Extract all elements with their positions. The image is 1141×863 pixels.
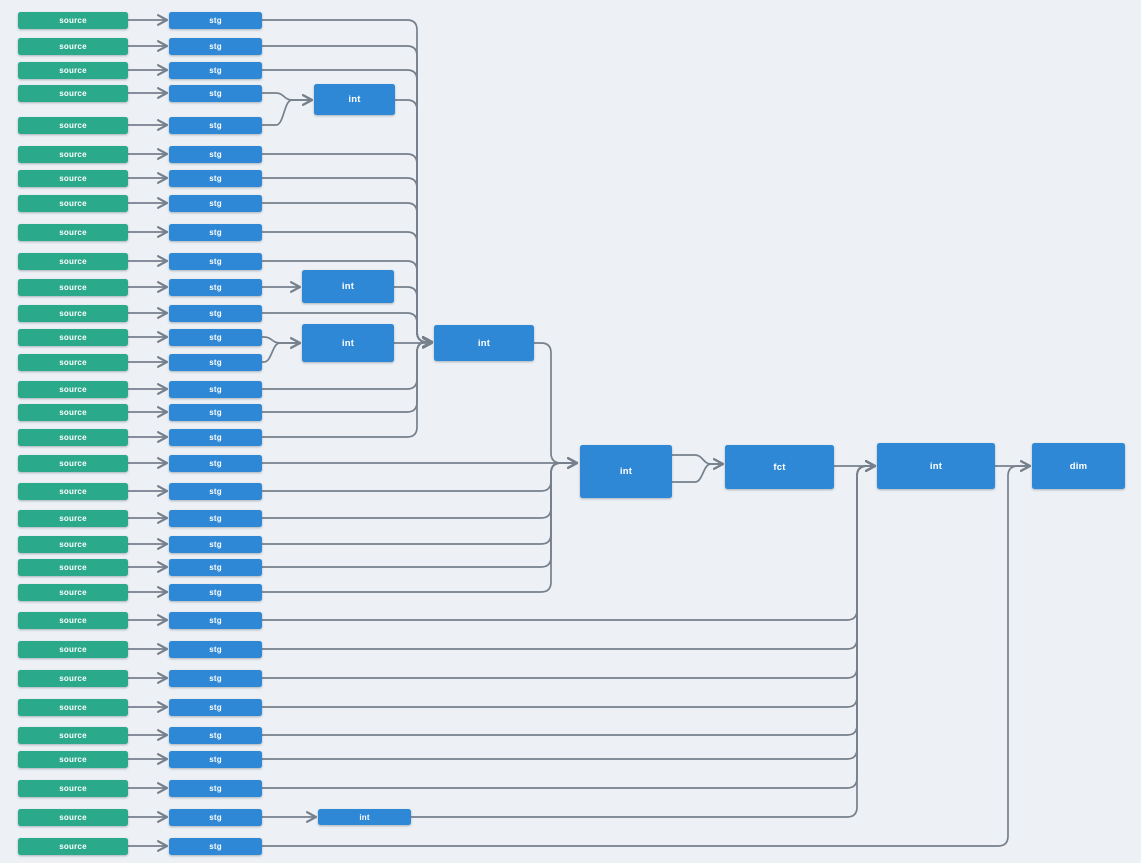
node-stg[interactable]: stg [169, 611, 262, 629]
node-source[interactable]: source [18, 252, 128, 270]
node-stg[interactable]: stg [169, 535, 262, 553]
node-stg[interactable]: stg [169, 37, 262, 55]
node-source[interactable]: source [18, 353, 128, 371]
node-source[interactable]: source [18, 454, 128, 472]
edge-path [411, 460, 877, 818]
node-int[interactable]: int [318, 809, 411, 825]
node-source[interactable]: source [18, 698, 128, 716]
node-stg[interactable]: stg [169, 223, 262, 241]
node-source[interactable]: source [18, 640, 128, 658]
edge-path [262, 94, 314, 126]
node-source[interactable]: source [18, 558, 128, 576]
node-source[interactable]: source [18, 169, 128, 187]
node-source[interactable]: source [18, 837, 128, 855]
node-int[interactable]: int [877, 443, 995, 489]
node-stg[interactable]: stg [169, 169, 262, 187]
node-stg[interactable]: stg [169, 380, 262, 398]
node-int[interactable]: int [302, 270, 394, 303]
node-stg[interactable]: stg [169, 779, 262, 797]
edge-path [672, 458, 725, 483]
node-fct[interactable]: fct [725, 445, 834, 489]
node-source[interactable]: source [18, 482, 128, 500]
node-source[interactable]: source [18, 116, 128, 134]
node-stg[interactable]: stg [169, 509, 262, 527]
node-stg[interactable]: stg [169, 583, 262, 601]
node-stg[interactable]: stg [169, 558, 262, 576]
node-source[interactable]: source [18, 669, 128, 687]
node-source[interactable]: source [18, 428, 128, 446]
node-stg[interactable]: stg [169, 837, 262, 855]
edge-path [262, 457, 579, 593]
node-stg[interactable]: stg [169, 304, 262, 322]
edge-path [262, 337, 302, 363]
node-stg[interactable]: stg [169, 116, 262, 134]
node-stg[interactable]: stg [169, 726, 262, 744]
node-stg[interactable]: stg [169, 353, 262, 371]
node-source[interactable]: source [18, 328, 128, 346]
node-source[interactable]: source [18, 726, 128, 744]
node-source[interactable]: source [18, 403, 128, 421]
node-source[interactable]: source [18, 779, 128, 797]
node-source[interactable]: source [18, 37, 128, 55]
node-source[interactable]: source [18, 611, 128, 629]
node-stg[interactable]: stg [169, 640, 262, 658]
node-source[interactable]: source [18, 808, 128, 826]
node-source[interactable]: source [18, 509, 128, 527]
node-stg[interactable]: stg [169, 808, 262, 826]
node-source[interactable]: source [18, 194, 128, 212]
node-stg[interactable]: stg [169, 669, 262, 687]
node-stg[interactable]: stg [169, 145, 262, 163]
node-stg[interactable]: stg [169, 482, 262, 500]
node-stg[interactable]: stg [169, 403, 262, 421]
edge-path [534, 342, 579, 469]
node-source[interactable]: source [18, 278, 128, 296]
node-stg[interactable]: stg [169, 278, 262, 296]
node-stg[interactable]: stg [169, 698, 262, 716]
node-dim[interactable]: dim [1032, 443, 1125, 489]
node-stg[interactable]: stg [169, 11, 262, 29]
node-source[interactable]: source [18, 304, 128, 322]
node-source[interactable]: source [18, 535, 128, 553]
node-source[interactable]: source [18, 84, 128, 102]
node-stg[interactable]: stg [169, 454, 262, 472]
node-source[interactable]: source [18, 145, 128, 163]
node-source[interactable]: source [18, 223, 128, 241]
node-stg[interactable]: stg [169, 194, 262, 212]
node-stg[interactable]: stg [169, 750, 262, 768]
node-source[interactable]: source [18, 380, 128, 398]
node-stg[interactable]: stg [169, 252, 262, 270]
node-stg[interactable]: stg [169, 61, 262, 79]
node-int[interactable]: int [314, 84, 395, 115]
node-int[interactable]: int [580, 445, 672, 498]
node-stg[interactable]: stg [169, 428, 262, 446]
node-stg[interactable]: stg [169, 328, 262, 346]
node-int[interactable]: int [434, 325, 534, 361]
node-int[interactable]: int [302, 324, 394, 362]
node-source[interactable]: source [18, 583, 128, 601]
node-source[interactable]: source [18, 11, 128, 29]
node-source[interactable]: source [18, 61, 128, 79]
node-stg[interactable]: stg [169, 84, 262, 102]
node-source[interactable]: source [18, 750, 128, 768]
